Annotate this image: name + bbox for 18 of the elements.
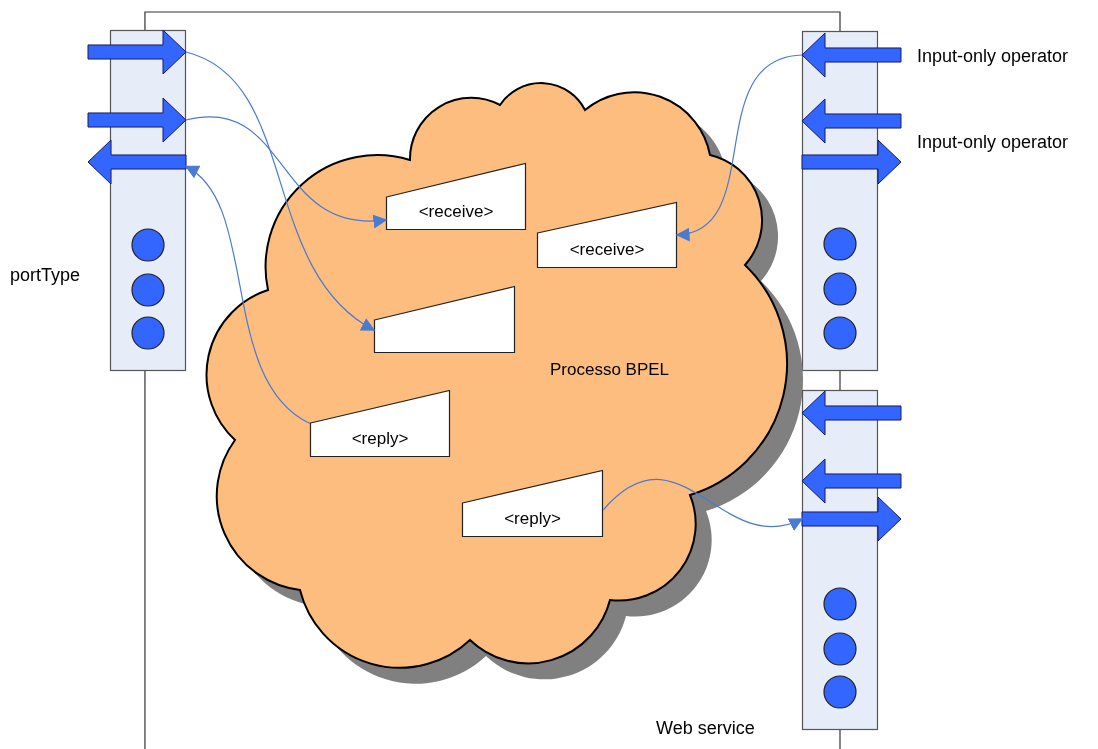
part-label: Web service [656,718,755,739]
activity-label: <reply> [350,429,410,449]
connector-line [144,11,841,32]
process-title: Processo BPEL [550,360,670,380]
activity-label: <receive> [568,240,646,260]
part-label: Input-only operator [917,132,1069,153]
arrow [185,51,376,331]
activity-label: <receive> [417,202,495,222]
frame-line [144,370,146,749]
frame-line [839,729,841,749]
part-label: portType [10,265,81,286]
activity-label: <reply> [503,509,562,529]
arrow [675,54,803,240]
connector-line [839,370,841,391]
arrow [185,116,388,228]
arrow [602,478,804,530]
arrow [184,165,311,425]
part-label: Input-only operator [917,46,1069,67]
